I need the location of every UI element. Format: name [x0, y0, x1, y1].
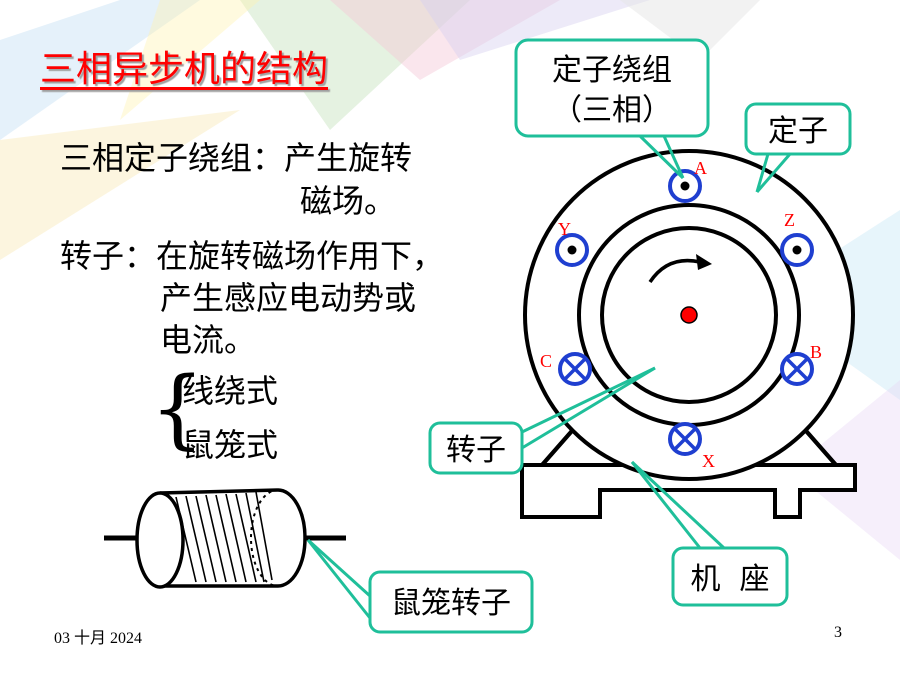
text-stator-winding: 三相定子绕组：产生旋转 — [60, 139, 413, 177]
text-stator-winding-cont: 磁场。 — [300, 182, 397, 220]
slide-title: 三相异步机的结构 — [40, 49, 329, 90]
text-rotor-cont1: 产生感应电动势或 — [160, 279, 417, 317]
coil-z-icon — [780, 233, 814, 267]
coil-b-icon — [780, 352, 814, 386]
coil-y-icon — [555, 233, 589, 267]
option-squirrel-cage: 鼠笼式 — [182, 426, 279, 464]
callout-stator: 定子 — [744, 102, 852, 193]
callout-stator-winding: 定子绕组 （三相） — [514, 38, 710, 180]
footer-date: 03 十月 2024 — [54, 630, 143, 647]
coil-label-y: Y — [558, 219, 571, 239]
coil-label-b: B — [810, 342, 822, 362]
brace-symbol: { — [150, 359, 205, 459]
option-wound-rotor: 线绕式 — [182, 372, 279, 410]
coil-label-x: X — [702, 451, 715, 471]
callout-base-label: 机 座 — [690, 562, 769, 597]
callout-squirrel-cage-label: 鼠笼转子 — [391, 586, 511, 621]
callout-rotor-label: 转子 — [446, 433, 506, 468]
coil-c-icon — [558, 352, 592, 386]
rotation-arrow-icon — [648, 254, 712, 284]
coil-label-c: C — [540, 351, 552, 371]
callout-squirrel-cage: 鼠笼转子 — [306, 538, 534, 634]
coil-label-a: A — [694, 158, 707, 178]
callout-stator-winding-line2: （三相） — [552, 93, 672, 128]
coil-label-z: Z — [784, 210, 795, 230]
callout-rotor: 转子 — [428, 366, 656, 475]
footer-page-number: 3 — [834, 624, 842, 641]
squirrel-cage-rotor-drawing — [104, 488, 346, 589]
coil-a-icon — [668, 169, 702, 203]
callout-stator-label: 定子 — [768, 114, 828, 149]
text-rotor: 转子：在旋转磁场作用下， — [60, 237, 445, 275]
callout-stator-winding-line1: 定子绕组 — [552, 53, 672, 88]
shaft-dot — [680, 306, 698, 324]
coil-x-icon — [668, 422, 702, 456]
callout-base: 机 座 — [630, 460, 789, 607]
text-rotor-cont2: 电流。 — [160, 321, 257, 359]
